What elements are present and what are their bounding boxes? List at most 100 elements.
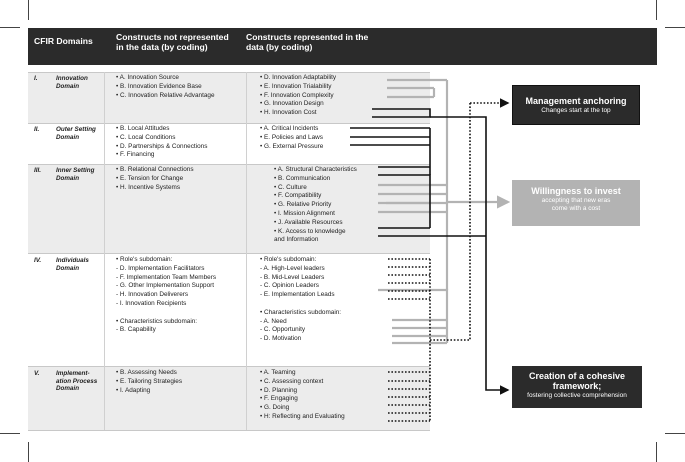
connector-black: [378, 166, 431, 228]
outcome-title: Creation of a cohesive framework;: [528, 371, 626, 391]
connector-black: [350, 127, 431, 175]
crop-mark: [0, 433, 20, 434]
connector-black: [430, 116, 487, 380]
row-separator: [28, 253, 430, 254]
connector-black: [378, 227, 486, 237]
list-item: • B. Innovation Evidence Base: [116, 82, 202, 90]
not-represented-list: • B. Assessing Needs • E. Tailoring Stra…: [116, 369, 182, 395]
not-represented-list: • Role's subdomain: - D. Implementation …: [116, 256, 216, 335]
list-item: • F. Innovation Complexity: [260, 91, 334, 99]
connector-gray: [392, 318, 447, 345]
row-shade: [28, 164, 430, 253]
list-item: - H. Innovation Deliverers: [116, 291, 189, 299]
connector-black: [372, 108, 431, 118]
domain-name: Implement-ation Process Domain: [56, 370, 98, 393]
list-item: • B. Relational Connections: [116, 166, 194, 173]
list-item: • D. Planning: [260, 386, 298, 394]
domain-number: I.: [34, 75, 38, 82]
crop-mark: [665, 433, 685, 434]
list-item: - B. Capability: [116, 326, 156, 334]
list-item: • F. Compatibility: [274, 192, 322, 200]
row-separator: [28, 72, 430, 73]
list-item: • B. Local Attitudes: [116, 125, 170, 132]
connector-dotted: [388, 258, 430, 300]
list-item: - I. Innovation Recipients: [116, 299, 187, 307]
crop-mark: [28, 442, 29, 462]
header-cfir-domains: CFIR Domains: [34, 36, 93, 46]
domain-number: II.: [34, 126, 40, 133]
list-item: - A. Need: [260, 317, 287, 325]
list-item: • Characteristics subdomain:: [260, 308, 342, 316]
list-item: - D. Implementation Facilitators: [116, 264, 205, 272]
list-item: • F. Engaging: [260, 395, 298, 403]
domain-name: Innovation Domain: [56, 75, 88, 90]
outcome-management-anchoring: Management anchoring Changes start at th…: [512, 85, 640, 125]
list-item: • D. Innovation Adaptability: [260, 74, 337, 81]
list-item: - C. Opportunity: [260, 326, 306, 334]
list-item: • C. Culture: [274, 183, 307, 191]
crop-mark: [665, 27, 685, 28]
list-item: - D. Motivation: [260, 335, 302, 343]
list-item: • C. Assessing context: [260, 377, 324, 385]
row-separator: [28, 164, 430, 165]
outcome-title: Management anchoring: [525, 96, 627, 106]
header-represented: Constructs represented in the data (by c…: [246, 32, 369, 52]
domain-name: Individuals Domain: [56, 257, 89, 272]
connector-dotted: [388, 371, 430, 422]
list-item: • H. Incentive Systems: [116, 183, 181, 191]
connector-black: [485, 380, 510, 395]
represented-list: • Role's subdomain: - A. High-Level lead…: [260, 256, 341, 344]
list-item: • K. Access to knowledge: [274, 227, 346, 235]
list-item: • I. Adapting: [116, 386, 151, 394]
row-shade: [28, 366, 430, 430]
table-header: CFIR Domains Constructs not represented …: [28, 28, 657, 65]
list-item: • E. Tailoring Strategies: [116, 377, 183, 385]
crop-mark: [656, 442, 657, 462]
connector-gray: [386, 78, 447, 205]
list-item: • G. Innovation Design: [260, 100, 324, 108]
list-item: • C. Innovation Relative Advantage: [116, 91, 215, 99]
list-item: • J. Available Resources: [274, 218, 343, 226]
outcome-cohesive-framework: Creation of a cohesive framework; foster…: [512, 366, 642, 408]
list-item: and Information: [274, 236, 319, 244]
connector-dotted: [430, 103, 471, 341]
not-represented-list: • A. Innovation Source • B. Innovation E…: [116, 74, 215, 100]
domain-name: Outer Setting Domain: [56, 126, 96, 141]
list-item: • Characteristics subdomain:: [116, 317, 198, 325]
list-item: • E. Policies and Laws: [260, 133, 323, 141]
outcome-subtitle: accepting that new eras come with a cost: [541, 197, 611, 212]
list-item: • B. Communication: [274, 174, 331, 182]
list-item: - F. Implementation Team Members: [116, 273, 217, 281]
not-represented-list: • B. Local Attitudes • C. Local Conditio…: [116, 125, 207, 160]
list-item: • H: Reflecting and Evaluating: [260, 412, 345, 420]
represented-list: • A. Critical Incidents • E. Policies an…: [260, 125, 323, 151]
outcome-willingness-to-invest: Willingness to invest accepting that new…: [512, 180, 640, 226]
list-item: • G. Doing: [260, 404, 290, 412]
connector-gray: [378, 183, 447, 214]
column-separator: [246, 72, 247, 430]
row-separator: [28, 430, 430, 431]
list-item: • G. External Pressure: [260, 142, 324, 150]
domain-number: IV.: [34, 257, 42, 264]
list-item: • C. Local Conditions: [116, 133, 176, 141]
list-item: • E. Innovation Trialability: [260, 82, 332, 90]
row-separator: [28, 366, 430, 367]
domain-number: III.: [34, 167, 41, 174]
list-item: • A. Structural Characteristics: [274, 166, 357, 173]
not-represented-list: • B. Relational Connections • E. Tension…: [116, 166, 194, 192]
represented-list: • A. Structural Characteristics • B. Com…: [274, 166, 357, 245]
list-item: • Role's subdomain:: [116, 256, 173, 263]
header-not-represented: Constructs not represented in the data (…: [116, 32, 229, 52]
list-item: - B. Mid-Level Leaders: [260, 273, 325, 281]
list-item: - E. Implementation Leads: [260, 291, 335, 299]
represented-list: • D. Innovation Adaptability • E. Innova…: [260, 74, 336, 118]
crop-mark: [0, 27, 20, 28]
list-item: • A. Innovation Source: [116, 74, 179, 81]
domain-name: Inner Setting Domain: [56, 167, 95, 182]
list-item: • B. Assessing Needs: [116, 369, 177, 376]
list-item: • A. Critical Incidents: [260, 125, 319, 132]
list-item: • E. Tension for Change: [116, 174, 184, 182]
list-item: • G. Relative Priority: [274, 201, 332, 209]
outcome-title: Willingness to invest: [531, 186, 621, 196]
